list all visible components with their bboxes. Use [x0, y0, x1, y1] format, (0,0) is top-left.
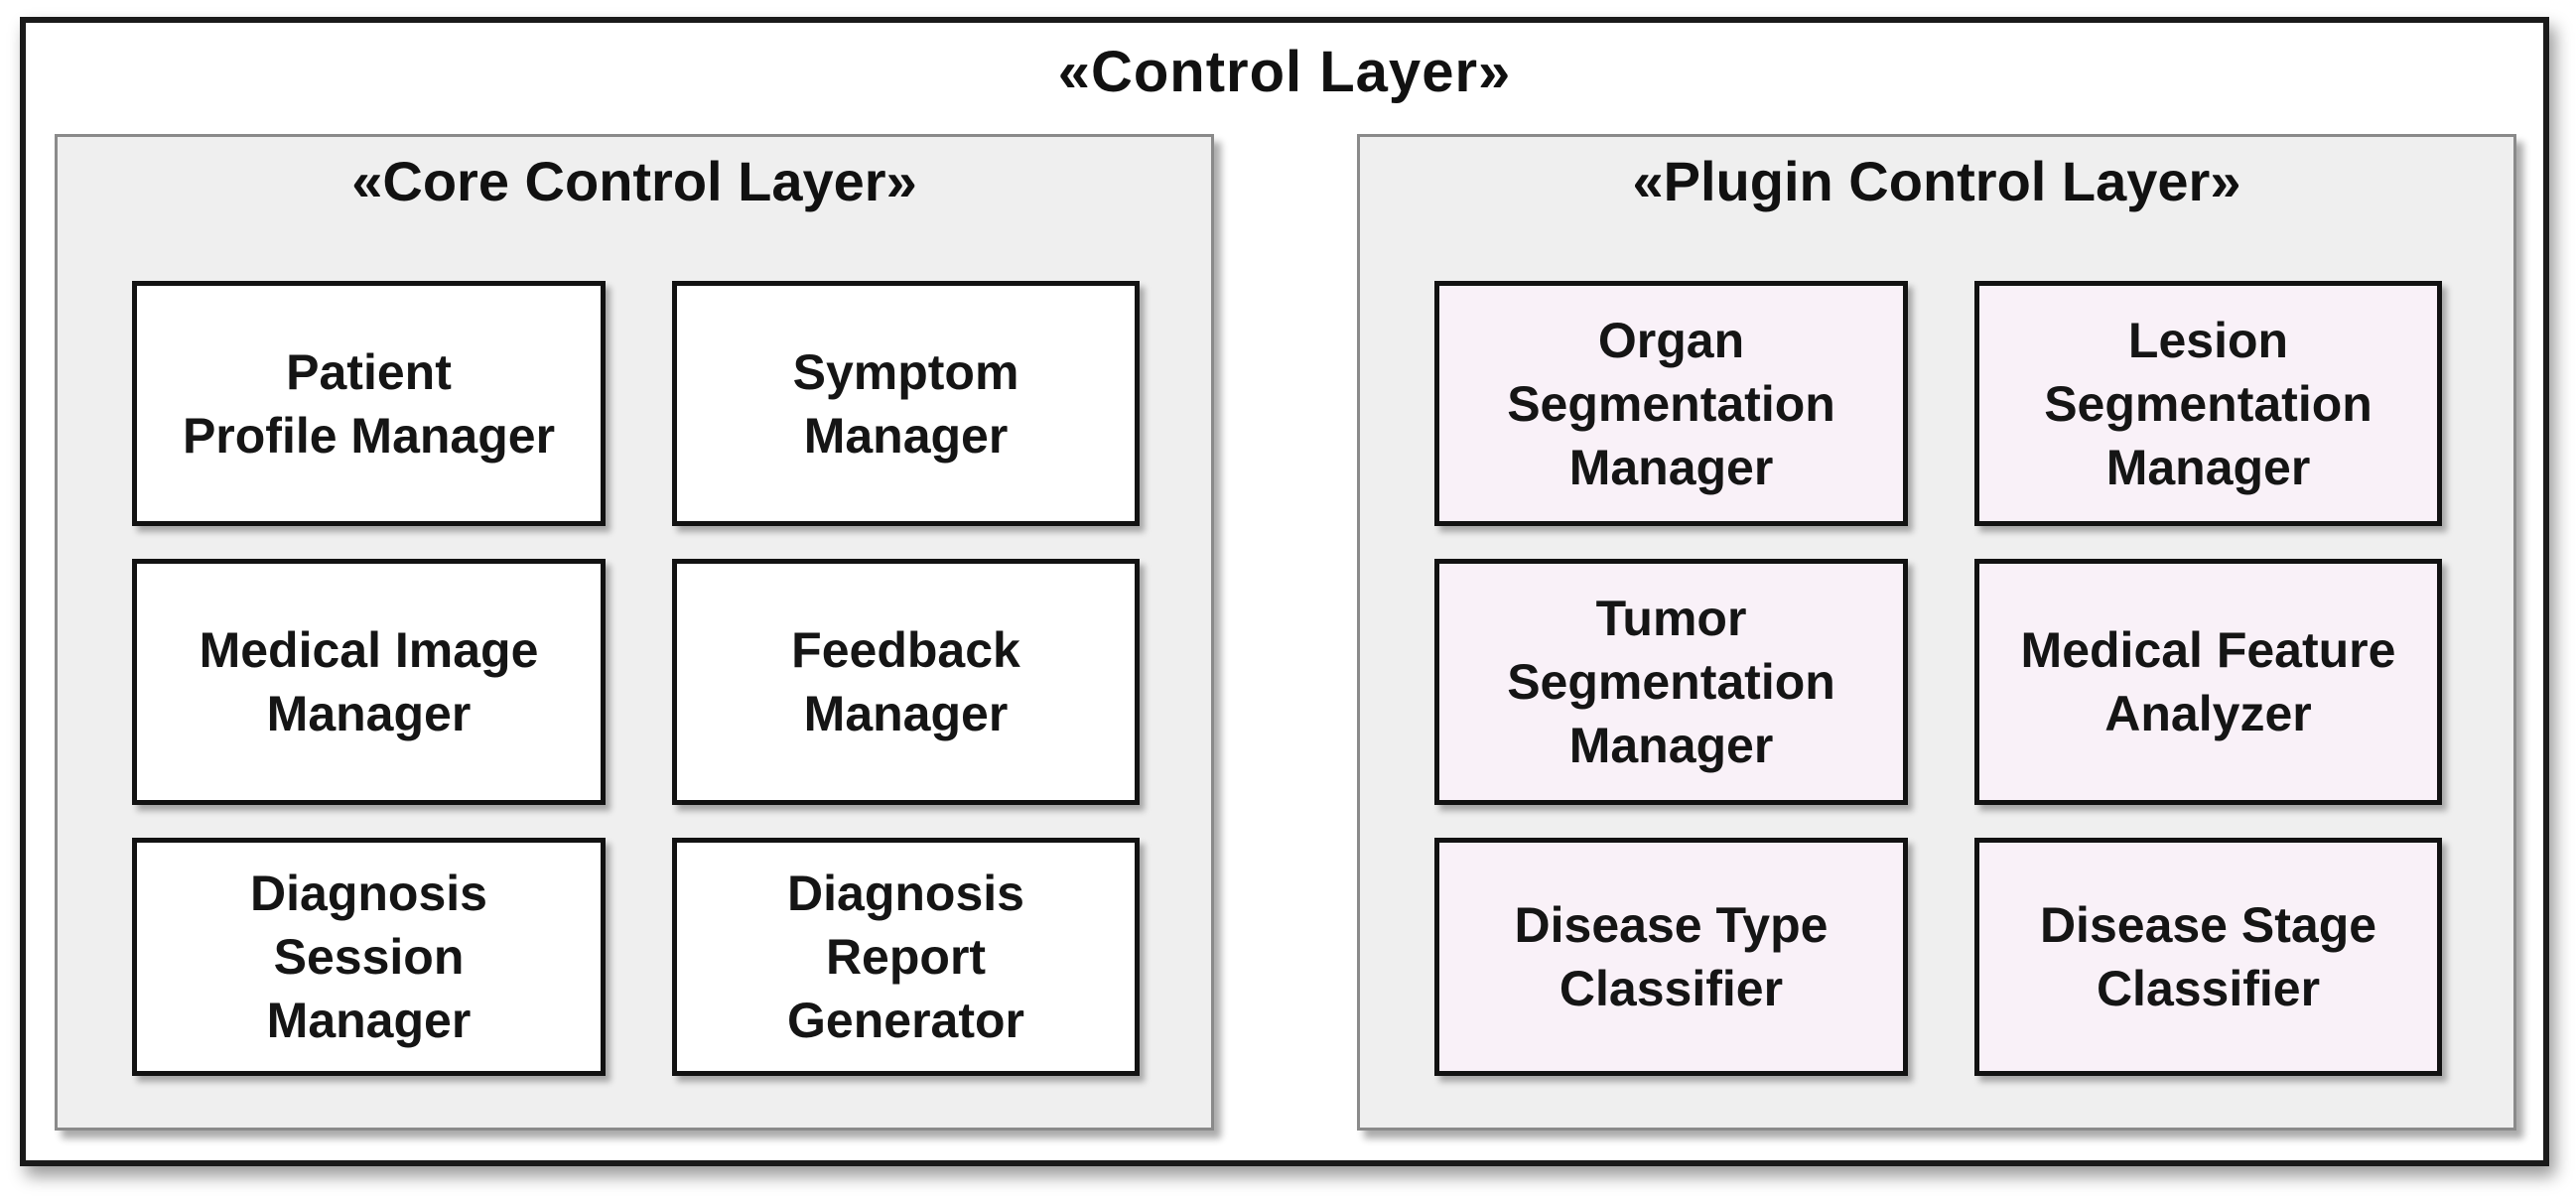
core-boxes-grid: Patient Profile Manager Symptom Manager …	[132, 281, 1140, 1076]
component-box-label: Medical Feature Analyzer	[2020, 622, 2396, 741]
component-box-disease-type-classifier: Disease Type Classifier	[1434, 838, 1908, 1076]
component-box-medical-feature-analyzer: Medical Feature Analyzer	[1974, 559, 2442, 805]
component-box-tumor-segmentation-manager: Tumor Segmentation Manager	[1434, 559, 1908, 805]
control-layer-title: «Control Layer»	[1057, 40, 1512, 104]
component-box-organ-segmentation-manager: Organ Segmentation Manager	[1434, 281, 1908, 526]
plugin-boxes-grid: Organ Segmentation Manager Lesion Segmen…	[1434, 281, 2442, 1076]
component-box-label: Organ Segmentation Manager	[1507, 312, 1835, 495]
component-box-label: Lesion Segmentation Manager	[2044, 312, 2373, 495]
core-control-layer-title: «Core Control Layer»	[351, 150, 917, 212]
component-box-label: Symptom Manager	[792, 343, 1019, 464]
component-box-diagnosis-report-generator: Diagnosis Report Generator	[672, 838, 1140, 1076]
component-box-symptom-manager: Symptom Manager	[672, 281, 1140, 526]
plugin-control-layer-title: «Plugin Control Layer»	[1632, 150, 2241, 212]
component-box-label: Diagnosis Session Manager	[250, 866, 487, 1048]
component-box-label: Diagnosis Report Generator	[787, 866, 1024, 1048]
component-box-patient-profile-manager: Patient Profile Manager	[132, 281, 606, 526]
component-box-label: Disease Stage Classifier	[2039, 897, 2377, 1016]
component-box-feedback-manager: Feedback Manager	[672, 559, 1140, 805]
component-box-disease-stage-classifier: Disease Stage Classifier	[1974, 838, 2442, 1076]
component-box-label: Medical Image Manager	[199, 622, 539, 741]
component-box-lesion-segmentation-manager: Lesion Segmentation Manager	[1974, 281, 2442, 526]
plugin-control-layer-panel: «Plugin Control Layer» Organ Segmentatio…	[1357, 134, 2516, 1131]
component-box-label: Disease Type Classifier	[1514, 897, 1829, 1016]
component-box-label: Feedback Manager	[791, 622, 1020, 741]
core-control-layer-panel: «Core Control Layer» Patient Profile Man…	[55, 134, 1214, 1131]
component-box-label: Patient Profile Manager	[182, 343, 556, 464]
component-box-label: Tumor Segmentation Manager	[1507, 591, 1835, 773]
component-box-medical-image-manager: Medical Image Manager	[132, 559, 606, 805]
component-box-diagnosis-session-manager: Diagnosis Session Manager	[132, 838, 606, 1076]
control-layer-frame: «Control Layer» «Core Control Layer» Pat…	[20, 17, 2549, 1166]
